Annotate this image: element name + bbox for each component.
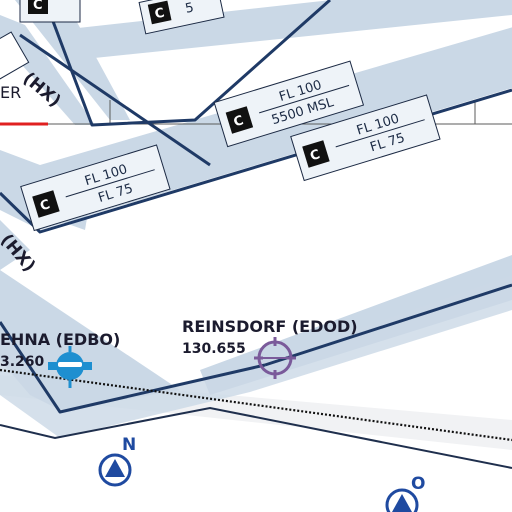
reporting-point-label: N [122,435,136,455]
class-c-label: C [33,0,43,13]
partial-label-er: ER [0,83,21,102]
altitude-box-fl100-fl75-right: C FL 100 FL 75 [290,94,441,182]
corridor-top-band [60,0,512,60]
partial-digit: 5 [184,0,195,16]
airfield-edod[interactable]: REINSDORF (EDOD) 130.655 [182,317,358,379]
altitude-box-partial-2: C 5 [138,0,225,35]
airfield-name: REINSDORF (EDOD) [182,317,358,336]
airfield-edbo[interactable]: EHNA (EDBO) 3.260 [0,330,120,388]
glider-site-icon [254,337,296,379]
route-lines [0,406,512,469]
class-c-label: C [232,113,246,130]
altitude-box-partial-1: C [19,0,81,23]
reporting-point-o[interactable]: O [385,474,425,512]
heliport-icon [48,346,92,388]
reporting-point-label: O [411,474,425,494]
altitude-box-fl100-5500: C FL 100 5500 MSL [213,60,365,148]
class-c-label: C [38,197,52,214]
class-c-label: C [308,147,322,164]
partial-white-box [0,31,30,84]
class-c-label: C [153,6,165,23]
route-designator-lower: (HX) [0,230,39,276]
reporting-point-n[interactable]: N [98,435,136,487]
altitude-box-fl100-fl75-left: C FL 100 FL 75 [20,144,171,232]
airfield-frequency: 130.655 [182,341,246,357]
corridor-left-diag [0,15,95,125]
airfield-name: EHNA (EDBO) [0,330,120,349]
airfield-frequency: 3.260 [0,354,45,370]
